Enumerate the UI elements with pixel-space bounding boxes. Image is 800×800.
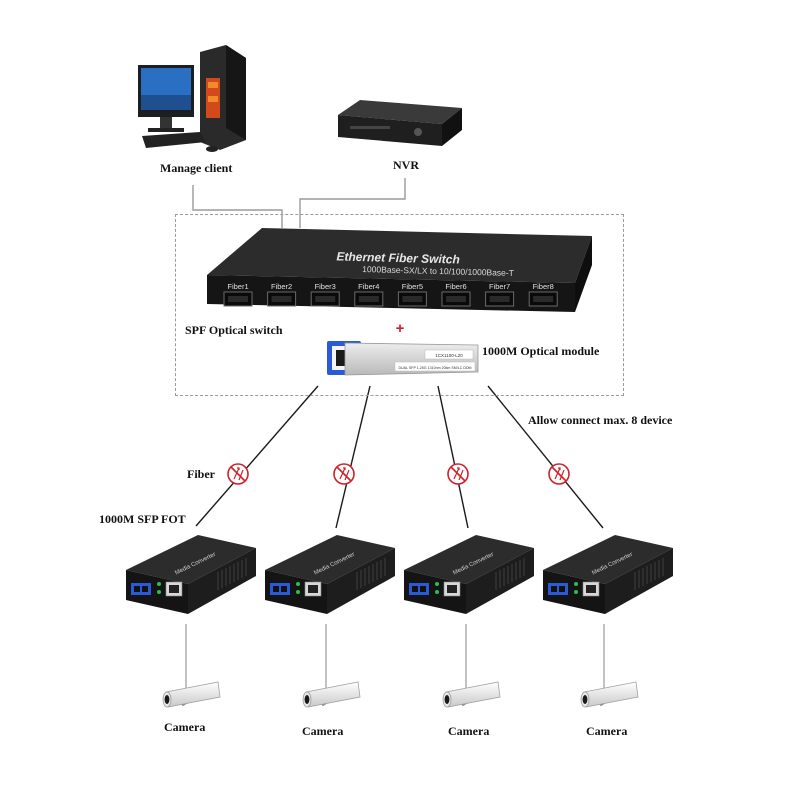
switch-port: Fiber3 [310,282,340,307]
fiber-sign-icon [548,463,570,485]
nvr-icon [338,100,462,146]
switch-port-label: Fiber6 [445,282,466,291]
fiber-sign-icon [447,463,469,485]
sfp-fot-label: 1000M SFP FOT [99,512,186,526]
uplink-lines [192,178,406,228]
switch-port: Fiber7 [485,282,515,307]
media-converter: Media Converter [265,535,395,614]
camera-label: Camera [448,724,490,738]
switch-port: Fiber2 [267,282,297,307]
media-converter: Media Converter [543,535,673,614]
camera-icon [302,681,361,708]
fiber-switch: Fiber1 Fiber2 Fiber3 Fiber4 Fiber5 Fiber6 Fibe… [207,228,592,312]
switch-subtitle: 1000Base-SX/LX to 10/100/1000Base-T [362,264,514,278]
switch-title: Ethernet Fiber Switch [336,249,460,266]
switch-port-label: Fiber5 [402,282,423,291]
fiber-sign-icon [333,463,355,485]
switch-port: Fiber4 [354,282,384,307]
camera-label: Camera [164,720,206,734]
spf-optical-switch-label: SPF Optical switch [185,323,283,337]
fiber-lines [195,385,604,529]
fiber-signs [227,463,570,485]
switch-port-label: Fiber8 [533,282,554,291]
camera-icon [442,681,501,708]
camera-cables [185,624,605,690]
switch-port-label: Fiber3 [315,282,336,291]
cameras [162,681,639,708]
allow-connect-label: Allow connect max. 8 device [528,413,673,427]
optical-module-label: 1000M Optical module [482,344,600,358]
plus-sign: + [396,320,405,337]
switch-port: Fiber5 [397,282,427,307]
camera-label: Camera [586,724,628,738]
camera-label: Camera [302,724,344,738]
media-converter: Media Converter [126,535,256,614]
switch-port-label: Fiber1 [227,282,248,291]
media-converter: Media Converter [404,535,534,614]
switch-port: Fiber6 [441,282,471,307]
fiber-label: Fiber [187,467,215,481]
switch-port-label: Fiber4 [358,282,379,291]
computer-icon [138,45,246,152]
switch-ports: Fiber1 Fiber2 Fiber3 Fiber4 Fiber5 Fiber6 Fibe… [223,282,558,307]
sfp-module [327,341,479,376]
switch-port: Fiber1 [223,282,253,307]
nvr-label: NVR [393,158,419,172]
switch-port: Fiber8 [528,282,558,307]
switch-port-label: Fiber7 [489,282,510,291]
switch-group-box [175,214,624,396]
sfp-module-line2: DUAL SFP 1.25G 1310nm 20km SM/LC DDM [398,366,471,370]
switch-port-label: Fiber2 [271,282,292,291]
camera-icon [580,681,639,708]
sfp-module-line1: 1CX1100-L20 [435,353,463,358]
fiber-sign-icon [227,463,249,485]
camera-icon [162,681,221,708]
manage-client-label: Manage client [160,161,233,175]
